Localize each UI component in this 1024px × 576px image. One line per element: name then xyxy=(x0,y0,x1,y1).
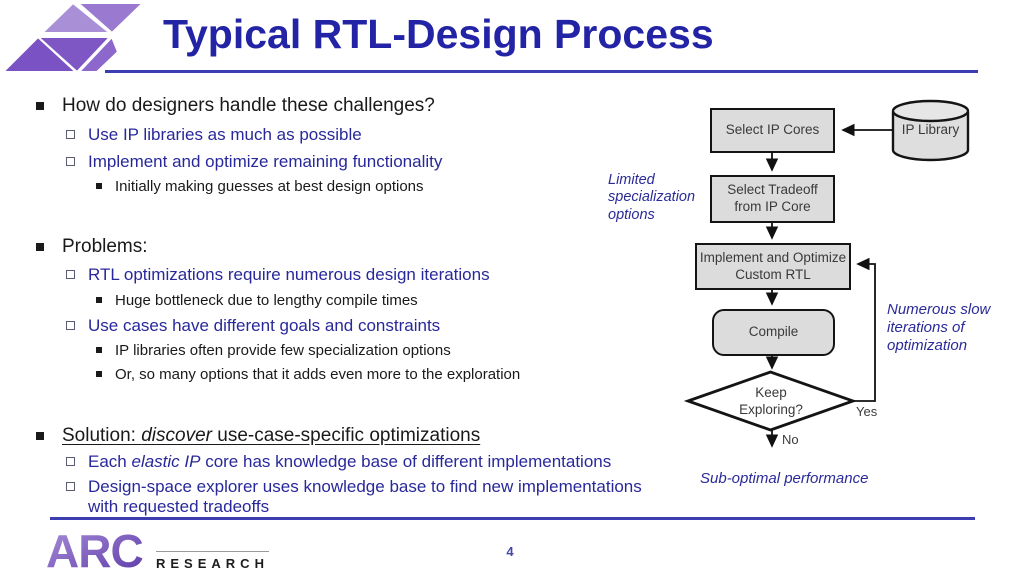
elastic-ip-italic: elastic IP xyxy=(131,452,201,471)
flow-label-no: No xyxy=(782,432,799,447)
flow-box-select-tradeoff: Select Tradeoff from IP Core xyxy=(710,175,835,223)
flow-label-yes: Yes xyxy=(856,404,878,419)
arc-logo: ARC xyxy=(46,525,144,576)
bullet-row: Problems: xyxy=(36,236,148,258)
flow-box-compile: Compile xyxy=(712,309,835,356)
bullet-row: Design-space explorer uses knowledge bas… xyxy=(66,477,658,518)
flow-box-select-ip-cores: Select IP Cores xyxy=(710,108,835,153)
square-bullet-icon xyxy=(96,347,102,353)
each-label: Each xyxy=(88,452,132,471)
page-title: Typical RTL-Design Process xyxy=(163,11,714,57)
bullet-row: RTL optimizations require numerous desig… xyxy=(66,265,490,285)
bullet-row: Use cases have different goals and const… xyxy=(66,316,440,336)
bullet-row: IP libraries often provide few specializ… xyxy=(96,342,451,360)
square-bullet-icon xyxy=(96,297,102,303)
bullet-text: Problems: xyxy=(62,236,148,257)
flow-box-implement-optimize: Implement and Optimize Custom RTL xyxy=(695,243,851,290)
solution-label: Solution: xyxy=(62,425,142,446)
arc-logo-text: ARC xyxy=(46,525,143,576)
bullet-row: How do designers handle these challenges… xyxy=(36,95,435,117)
bullet-text: Huge bottleneck due to lengthy compile t… xyxy=(115,292,418,309)
solution-rest: use-case-specific optimizations xyxy=(211,425,481,446)
bullet-text: Design-space explorer uses knowledge bas… xyxy=(88,477,642,517)
bullet-text: Use IP libraries as much as possible xyxy=(88,125,362,144)
bullet-row: Or, so many options that it adds even mo… xyxy=(96,366,520,384)
solution-discover-italic: discover xyxy=(141,425,212,446)
bullet-row: Solution: discover use-case-specific opt… xyxy=(36,425,480,447)
bullet-text: Solution: discover use-case-specific opt… xyxy=(62,425,480,447)
square-bullet-icon xyxy=(36,243,44,251)
footer-rule xyxy=(50,517,975,520)
bullet-row: Implement and optimize remaining functio… xyxy=(66,152,442,172)
hollow-square-bullet-icon xyxy=(66,157,75,166)
bullet-text: How do designers handle these challenges… xyxy=(62,95,435,116)
sub1-rest: core has knowledge base of different imp… xyxy=(200,452,612,471)
bullet-text: Initially making guesses at best design … xyxy=(115,178,424,195)
corner-triangles-logo xyxy=(0,1,146,74)
bullet-row: Initially making guesses at best design … xyxy=(96,178,424,196)
hollow-square-bullet-icon xyxy=(66,482,75,491)
bullet-row: Use IP libraries as much as possible xyxy=(66,125,362,145)
hollow-square-bullet-icon xyxy=(66,457,75,466)
research-logo-text: RESEARCH xyxy=(156,551,269,571)
hollow-square-bullet-icon xyxy=(66,130,75,139)
bullet-row: Each elastic IP core has knowledge base … xyxy=(66,452,611,472)
hollow-square-bullet-icon xyxy=(66,270,75,279)
bullet-row: Huge bottleneck due to lengthy compile t… xyxy=(96,292,418,310)
annotation-limited-specialization: Limited specialization options xyxy=(608,172,696,223)
feedback-loop-yes xyxy=(853,257,876,402)
bullet-text: Each elastic IP core has knowledge base … xyxy=(88,452,611,472)
bullet-text: Use cases have different goals and const… xyxy=(88,316,441,335)
bullet-text: IP libraries often provide few specializ… xyxy=(115,342,451,359)
bullet-text: Implement and optimize remaining functio… xyxy=(88,152,443,171)
page-number: 4 xyxy=(506,544,514,559)
annotation-numerous-iterations: Numerous slow iterations of optimization xyxy=(887,301,991,354)
square-bullet-icon xyxy=(36,102,44,110)
flow-label-keep-exploring: Keep Exploring? xyxy=(739,385,803,417)
annotation-suboptimal-performance: Sub-optimal performance xyxy=(700,470,869,487)
square-bullet-icon xyxy=(96,183,102,189)
title-underline xyxy=(105,70,978,73)
square-bullet-icon xyxy=(36,432,44,440)
flow-label-ip-library: IP Library xyxy=(901,122,960,137)
bullet-text: Or, so many options that it adds even mo… xyxy=(115,366,521,383)
bullet-text: RTL optimizations require numerous desig… xyxy=(88,265,490,284)
hollow-square-bullet-icon xyxy=(66,321,75,330)
square-bullet-icon xyxy=(96,371,102,377)
